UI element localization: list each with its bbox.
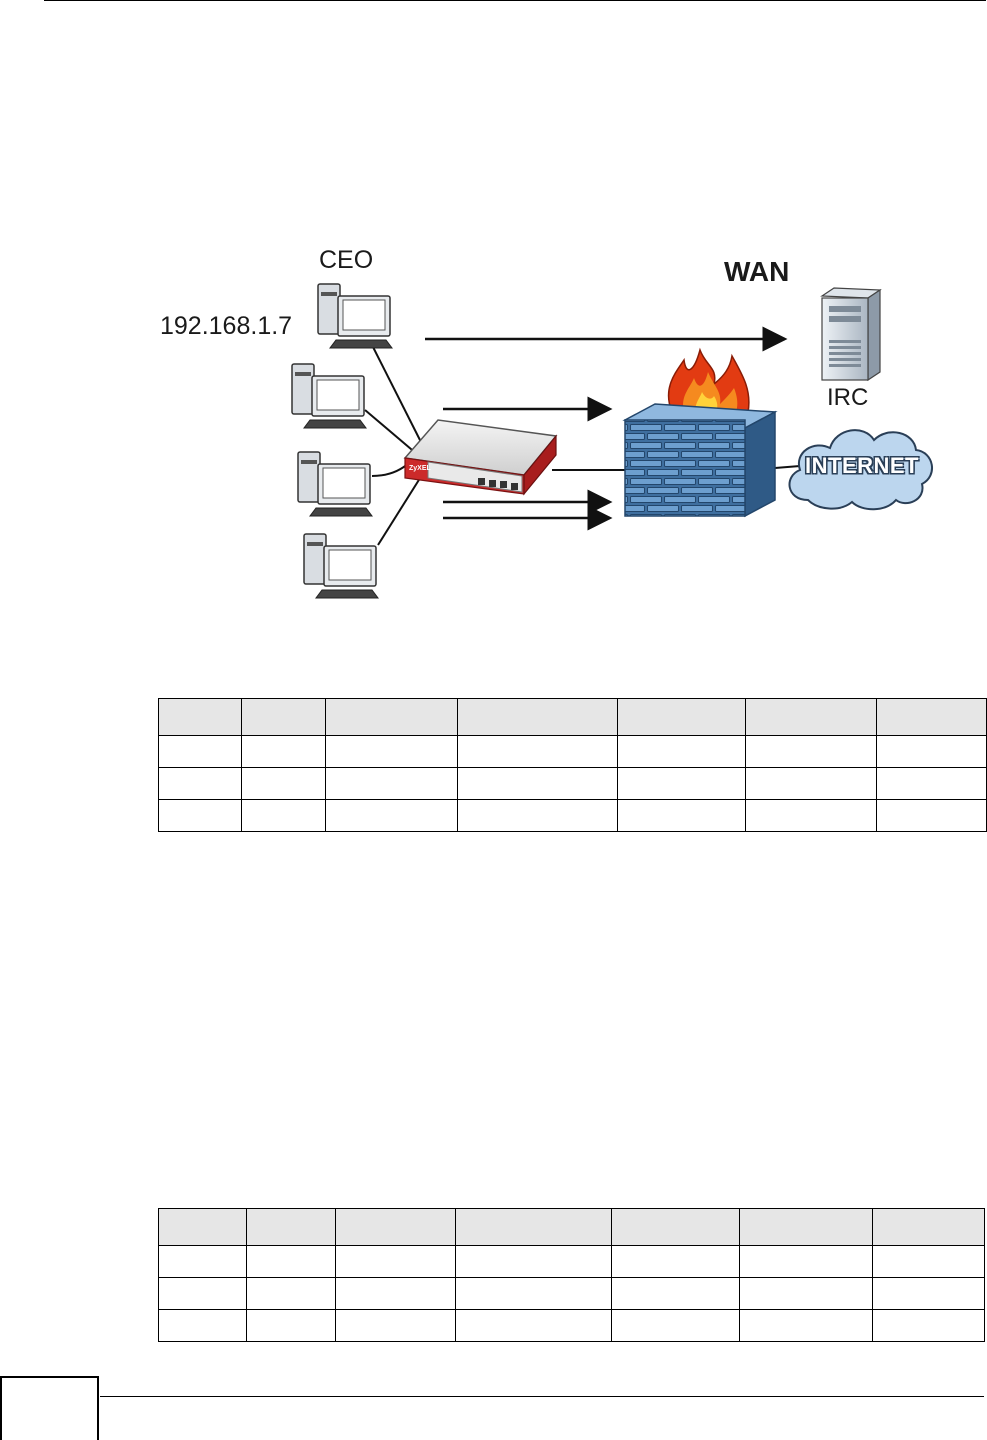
computer-icon	[304, 534, 378, 598]
table-row	[159, 1310, 985, 1342]
header-cell	[242, 699, 326, 736]
ceo-ip-label: 192.168.1.7	[160, 312, 292, 341]
table-header-row	[159, 699, 987, 736]
network-diagram: ZyXEL	[150, 240, 950, 620]
table-cell	[873, 1278, 985, 1310]
header-cell	[456, 1209, 612, 1246]
table-cell	[326, 800, 458, 832]
fire-icon	[669, 350, 749, 412]
table-cell	[456, 1246, 612, 1278]
table-cell	[873, 1246, 985, 1278]
table-cell	[458, 736, 618, 768]
header-cell	[618, 699, 746, 736]
table-cell	[740, 1310, 873, 1342]
table-cell	[336, 1310, 456, 1342]
table-cell	[247, 1310, 336, 1342]
table-cell	[247, 1278, 336, 1310]
table-cell	[336, 1246, 456, 1278]
table-cell	[456, 1278, 612, 1310]
header-cell	[740, 1209, 873, 1246]
firewall-icon	[625, 404, 775, 516]
table-cell	[159, 1246, 247, 1278]
table-row	[159, 768, 987, 800]
rule-table-2	[158, 1208, 985, 1342]
wan-label: WAN	[724, 256, 789, 288]
table-cell	[618, 768, 746, 800]
header-cell	[877, 699, 987, 736]
table-cell	[242, 768, 326, 800]
table-cell	[618, 800, 746, 832]
header-rule	[44, 0, 986, 1]
table-cell	[242, 736, 326, 768]
table-cell	[873, 1310, 985, 1342]
header-cell	[336, 1209, 456, 1246]
table-cell	[877, 768, 987, 800]
table-row	[159, 736, 987, 768]
table-row	[159, 800, 987, 832]
router-icon: ZyXEL	[405, 420, 556, 494]
header-cell	[247, 1209, 336, 1246]
table-header-row	[159, 1209, 985, 1246]
svg-text:ZyXEL: ZyXEL	[409, 465, 432, 472]
footer-rule	[100, 1396, 984, 1397]
ceo-label: CEO	[319, 246, 373, 275]
header-cell	[326, 699, 458, 736]
table-cell	[159, 768, 242, 800]
table-cell	[336, 1278, 456, 1310]
table-row	[159, 1278, 985, 1310]
irc-label: IRC	[827, 384, 868, 412]
table-cell	[612, 1310, 740, 1342]
table-cell	[247, 1246, 336, 1278]
page-number-box	[0, 1376, 99, 1440]
rule-table-1	[158, 698, 987, 832]
table-cell	[618, 736, 746, 768]
computer-icon	[292, 364, 366, 428]
table-cell	[326, 736, 458, 768]
table-cell	[746, 736, 877, 768]
table-cell	[746, 768, 877, 800]
table-cell	[458, 800, 618, 832]
table-cell	[877, 736, 987, 768]
table-cell	[458, 768, 618, 800]
header-cell	[159, 1209, 247, 1246]
internet-label: INTERNET	[805, 453, 919, 479]
table-cell	[159, 1278, 247, 1310]
table-cell	[740, 1246, 873, 1278]
table-cell	[159, 800, 242, 832]
header-cell	[612, 1209, 740, 1246]
header-cell	[458, 699, 618, 736]
header-cell	[873, 1209, 985, 1246]
ceo-computer-icon	[318, 284, 392, 348]
server-icon	[822, 288, 880, 380]
table-row	[159, 1246, 985, 1278]
table-cell	[612, 1246, 740, 1278]
computer-icon	[298, 452, 372, 516]
table-cell	[746, 800, 877, 832]
header-cell	[746, 699, 877, 736]
table-cell	[242, 800, 326, 832]
table-cell	[612, 1278, 740, 1310]
table-cell	[159, 1310, 247, 1342]
table-cell	[740, 1278, 873, 1310]
table-cell	[159, 736, 242, 768]
table-cell	[326, 768, 458, 800]
table-cell	[456, 1310, 612, 1342]
table-cell	[877, 800, 987, 832]
header-cell	[159, 699, 242, 736]
